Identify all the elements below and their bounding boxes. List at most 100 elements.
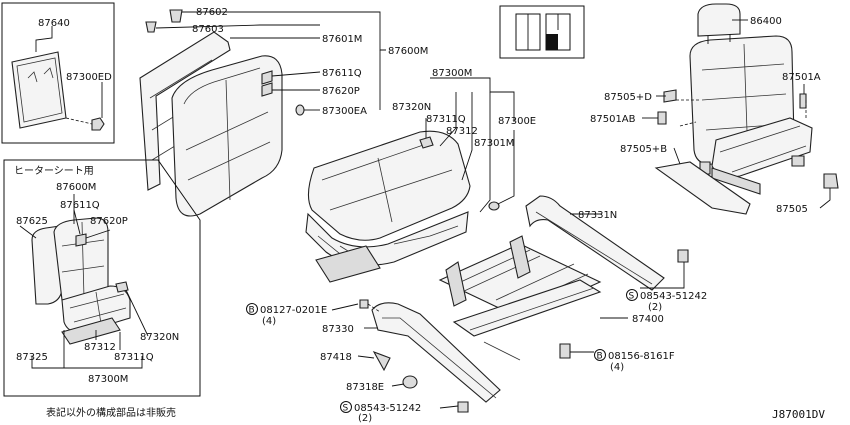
finisher-87331N-edge — [535, 211, 653, 285]
label-87505D: 87505+D — [604, 92, 652, 103]
label-87603: 87603 — [192, 24, 224, 35]
h-leader-87625 — [19, 225, 37, 239]
slide-rail-lower — [452, 279, 602, 337]
grommet-87318E — [402, 375, 418, 389]
label-87331N: 87331N — [578, 210, 617, 221]
pad-87640-dash — [65, 117, 93, 125]
label-08543-upper-qty: (2) — [648, 302, 662, 313]
heater-seat-inset — [3, 159, 201, 397]
leader-87602 — [182, 11, 381, 38]
bolt-08156 — [559, 343, 571, 359]
leader-87505B — [673, 147, 681, 165]
leader-08127-dash — [367, 303, 381, 313]
h-leader-87320N — [125, 289, 149, 337]
label-87301M: 87301M — [474, 138, 514, 149]
h-label-87600M: 87600M — [56, 182, 96, 193]
bolt-08127 — [359, 299, 369, 309]
pad-87640-inner — [16, 57, 63, 123]
s-mark-upper — [626, 289, 638, 301]
inset-87640 — [1, 2, 115, 144]
finisher-87330-group — [331, 299, 501, 413]
back-cushion-seams — [183, 67, 271, 201]
slide-rail-detail — [469, 287, 595, 361]
label-87600M: 87600M — [388, 46, 428, 57]
bolt-87501A — [799, 93, 807, 109]
clip-87300E — [488, 201, 500, 211]
seat-dashes — [676, 99, 807, 127]
complete-seat-assembly — [642, 3, 839, 215]
h-label-87311Q: 87311Q — [114, 352, 154, 363]
label-86400: 86400 — [750, 16, 782, 27]
bolt-87501AB — [657, 111, 667, 125]
clip-87620P — [261, 82, 273, 97]
label-87505B: 87505+B — [620, 144, 667, 155]
leader-87600M — [379, 38, 386, 51]
seat-cushion-assembly — [305, 77, 515, 283]
bolt-87603 — [169, 9, 183, 23]
legend-frame — [499, 5, 585, 59]
leader-87640 — [35, 26, 53, 52]
label-87505: 87505 — [776, 204, 808, 215]
leader-87312 — [461, 92, 473, 181]
leader-08127 — [331, 303, 359, 311]
label-08543-lower: 08543-51242 — [354, 403, 421, 414]
h-label-87611Q: 87611Q — [60, 200, 100, 211]
h-leader-87620P — [85, 229, 111, 239]
finisher-87330-edge — [382, 317, 497, 399]
not-for-sale-note: 表記以外の構成部品は非販売 — [46, 406, 176, 419]
seat-rail-assembly — [438, 235, 628, 361]
seat-rear-bracket — [791, 155, 805, 167]
label-08127-qty: (4) — [262, 316, 276, 327]
label-87620P: 87620P — [322, 86, 360, 97]
heater-cushion-pan — [61, 317, 121, 345]
seat-position-legend — [499, 5, 585, 59]
label-08156-qty: (4) — [610, 362, 624, 373]
label-87400: 87400 — [632, 314, 664, 325]
label-87300E: 87300E — [498, 116, 536, 127]
rail-bracket-left — [445, 261, 467, 307]
label-87418: 87418 — [320, 352, 352, 363]
clip-87611Q — [261, 70, 273, 85]
finisher-87331N — [525, 195, 665, 291]
bolt-87602 — [145, 21, 157, 33]
h-label-87320N: 87320N — [140, 332, 179, 343]
cover-87418 — [372, 350, 391, 372]
rail-bracket-rear — [509, 235, 531, 279]
headrest-posts — [707, 34, 731, 44]
leader-87301M — [479, 92, 491, 213]
clip-87300EA — [295, 104, 305, 116]
back-cushion-87601M — [171, 55, 283, 217]
h-label-87325: 87325 — [16, 352, 48, 363]
leader-87603 — [155, 24, 320, 29]
label-87312: 87312 — [446, 126, 478, 137]
cover-87505B — [654, 161, 751, 215]
callout-labels: 87640 87300ED 87602 87603 87601M 87600M … — [14, 7, 825, 424]
seat-back-assembly — [139, 9, 386, 217]
clip-87300ED — [91, 117, 105, 131]
label-08156: 08156-8161F — [608, 351, 675, 362]
b-mark-08127-letter: B — [249, 306, 255, 316]
s-mark-lower — [340, 401, 352, 413]
finisher-87331N-group — [525, 195, 689, 291]
h-label-87312: 87312 — [84, 342, 116, 353]
label-87602: 87602 — [196, 7, 228, 18]
h-label-87620P: 87620P — [90, 216, 128, 227]
leader-87418 — [357, 355, 375, 359]
heater-inset-title: ヒーターシート用 — [14, 165, 94, 177]
label-87300M: 87300M — [432, 68, 472, 79]
leader-87311Q — [439, 92, 457, 147]
label-08543-upper: 08543-51242 — [640, 291, 707, 302]
seat-cushion-pad-87311Q — [307, 130, 471, 241]
h-leader-87611Q — [73, 209, 81, 235]
h-label-87300M: 87300M — [88, 374, 128, 385]
label-87601M: 87601M — [322, 34, 362, 45]
rail-frame-members — [451, 249, 589, 311]
leader-87300E — [497, 130, 515, 205]
complete-seat-back-seams — [701, 43, 787, 161]
b-mark-08127 — [246, 303, 258, 315]
leader-87611Q — [271, 71, 321, 77]
heater-clip-87620P — [75, 233, 87, 247]
label-87320N: 87320N — [392, 102, 431, 113]
